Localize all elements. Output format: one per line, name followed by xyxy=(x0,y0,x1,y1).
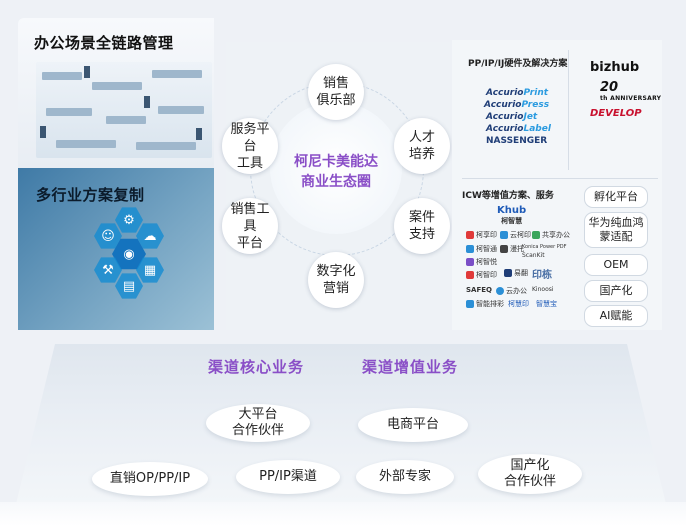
service-logo: 柯智印 xyxy=(466,270,497,280)
robot-arm-icon: ⚒ xyxy=(94,257,122,283)
channel-value-added-title: 渠道增值业务 xyxy=(362,358,459,376)
building-icon: ▦ xyxy=(136,257,164,283)
service-logo: 漫托 xyxy=(500,244,524,254)
brand-nassenger: NASSENGER xyxy=(486,136,548,146)
disc-external-experts: 外部专家 xyxy=(356,460,454,494)
disc-pp-ip-channel: PP/IP渠道 xyxy=(236,460,340,494)
divider xyxy=(568,50,569,170)
disc-localization-partner: 国产化合作伙伴 xyxy=(478,454,582,494)
pill-harmonyos-adaptation: 华为纯血鸿蒙适配 xyxy=(584,212,648,248)
disc-direct-sales: 直销OP/PP/IP xyxy=(92,462,208,496)
node-digital-marketing: 数字化营销 xyxy=(308,252,364,308)
node-service-platform-tool: 服务平台工具 xyxy=(222,118,278,174)
cloud-icon: ☁ xyxy=(136,223,164,249)
service-logo: SAFEQ xyxy=(466,286,492,294)
node-case-support: 案件支持 xyxy=(394,198,450,254)
pill-ai-empowerment: AI赋能 xyxy=(584,305,648,327)
service-logo: 智能排彩 xyxy=(466,299,504,309)
node-talent-training: 人才培养 xyxy=(394,118,450,174)
node-sales-tool-platform: 销售工具平台 xyxy=(222,198,278,254)
ecosystem-title: 柯尼卡美能达 商业生态圈 xyxy=(284,152,388,192)
service-logo: 柯享印 xyxy=(466,230,497,240)
disc-big-platform-partner: 大平台合作伙伴 xyxy=(206,404,310,442)
service-logo: 智慧宝 xyxy=(536,300,557,308)
people-icon: ☺ xyxy=(94,223,122,249)
service-logo: 柯智通 xyxy=(466,244,497,254)
pill-localization: 国产化 xyxy=(584,280,648,302)
floor-edge xyxy=(0,502,686,526)
bizhub-logo: bizhub xyxy=(590,60,640,75)
service-logo: 共享办公 xyxy=(532,230,570,240)
service-logo: Konica Power PDF xyxy=(522,244,567,250)
service-logo: 柯智悦 xyxy=(466,257,497,267)
brand-accurio-jet: AccurioJet xyxy=(486,112,538,122)
brand-accurio-print: AccurioPrint xyxy=(486,88,549,98)
service-logo: 易翻 xyxy=(504,268,528,278)
ecosystem-core xyxy=(270,102,402,234)
industry-solution-title: 多行业方案复制 xyxy=(36,186,145,204)
chart-icon: ▤ xyxy=(115,273,143,299)
service-logo: 云柯印 xyxy=(500,230,531,240)
office-scene-title: 办公场景全链路管理 xyxy=(34,34,174,52)
service-logo: 柯慧印 xyxy=(508,300,529,308)
pill-incubation-platform: 孵化平台 xyxy=(584,186,648,208)
office-illustration xyxy=(36,62,212,158)
icw-title: ICW等增值方案、服务 xyxy=(462,191,554,201)
brand-accurio-press: AccurioPress xyxy=(484,100,550,110)
ecosystem-title-line1: 柯尼卡美能达 xyxy=(294,154,378,170)
service-logo: ScanKit xyxy=(522,252,545,259)
disc-ecommerce-platform: 电商平台 xyxy=(358,408,468,442)
divider xyxy=(462,178,658,179)
gear-icon: ⚙ xyxy=(115,207,143,233)
service-logo: 印栋 xyxy=(532,270,552,281)
hexagon-icon-cluster: ⚙ ☺ ☁ ◉ ⚒ ▦ ▤ xyxy=(94,206,164,302)
channel-core-business-title: 渠道核心业务 xyxy=(208,358,305,376)
service-logo: 云办公 xyxy=(496,286,527,296)
node-sales-club: 销售俱乐部 xyxy=(308,64,364,120)
ecosystem-title-line2: 商业生态圈 xyxy=(301,174,371,190)
brand-accurio-label: AccurioLabel xyxy=(486,124,551,134)
develop-logo: DEVELOP xyxy=(590,108,642,119)
service-logo: Kinoosi xyxy=(532,286,554,293)
pill-oem: OEM xyxy=(584,254,648,276)
pp-ip-ij-title: PP/IP/IJ硬件及解决方案 xyxy=(468,59,568,69)
